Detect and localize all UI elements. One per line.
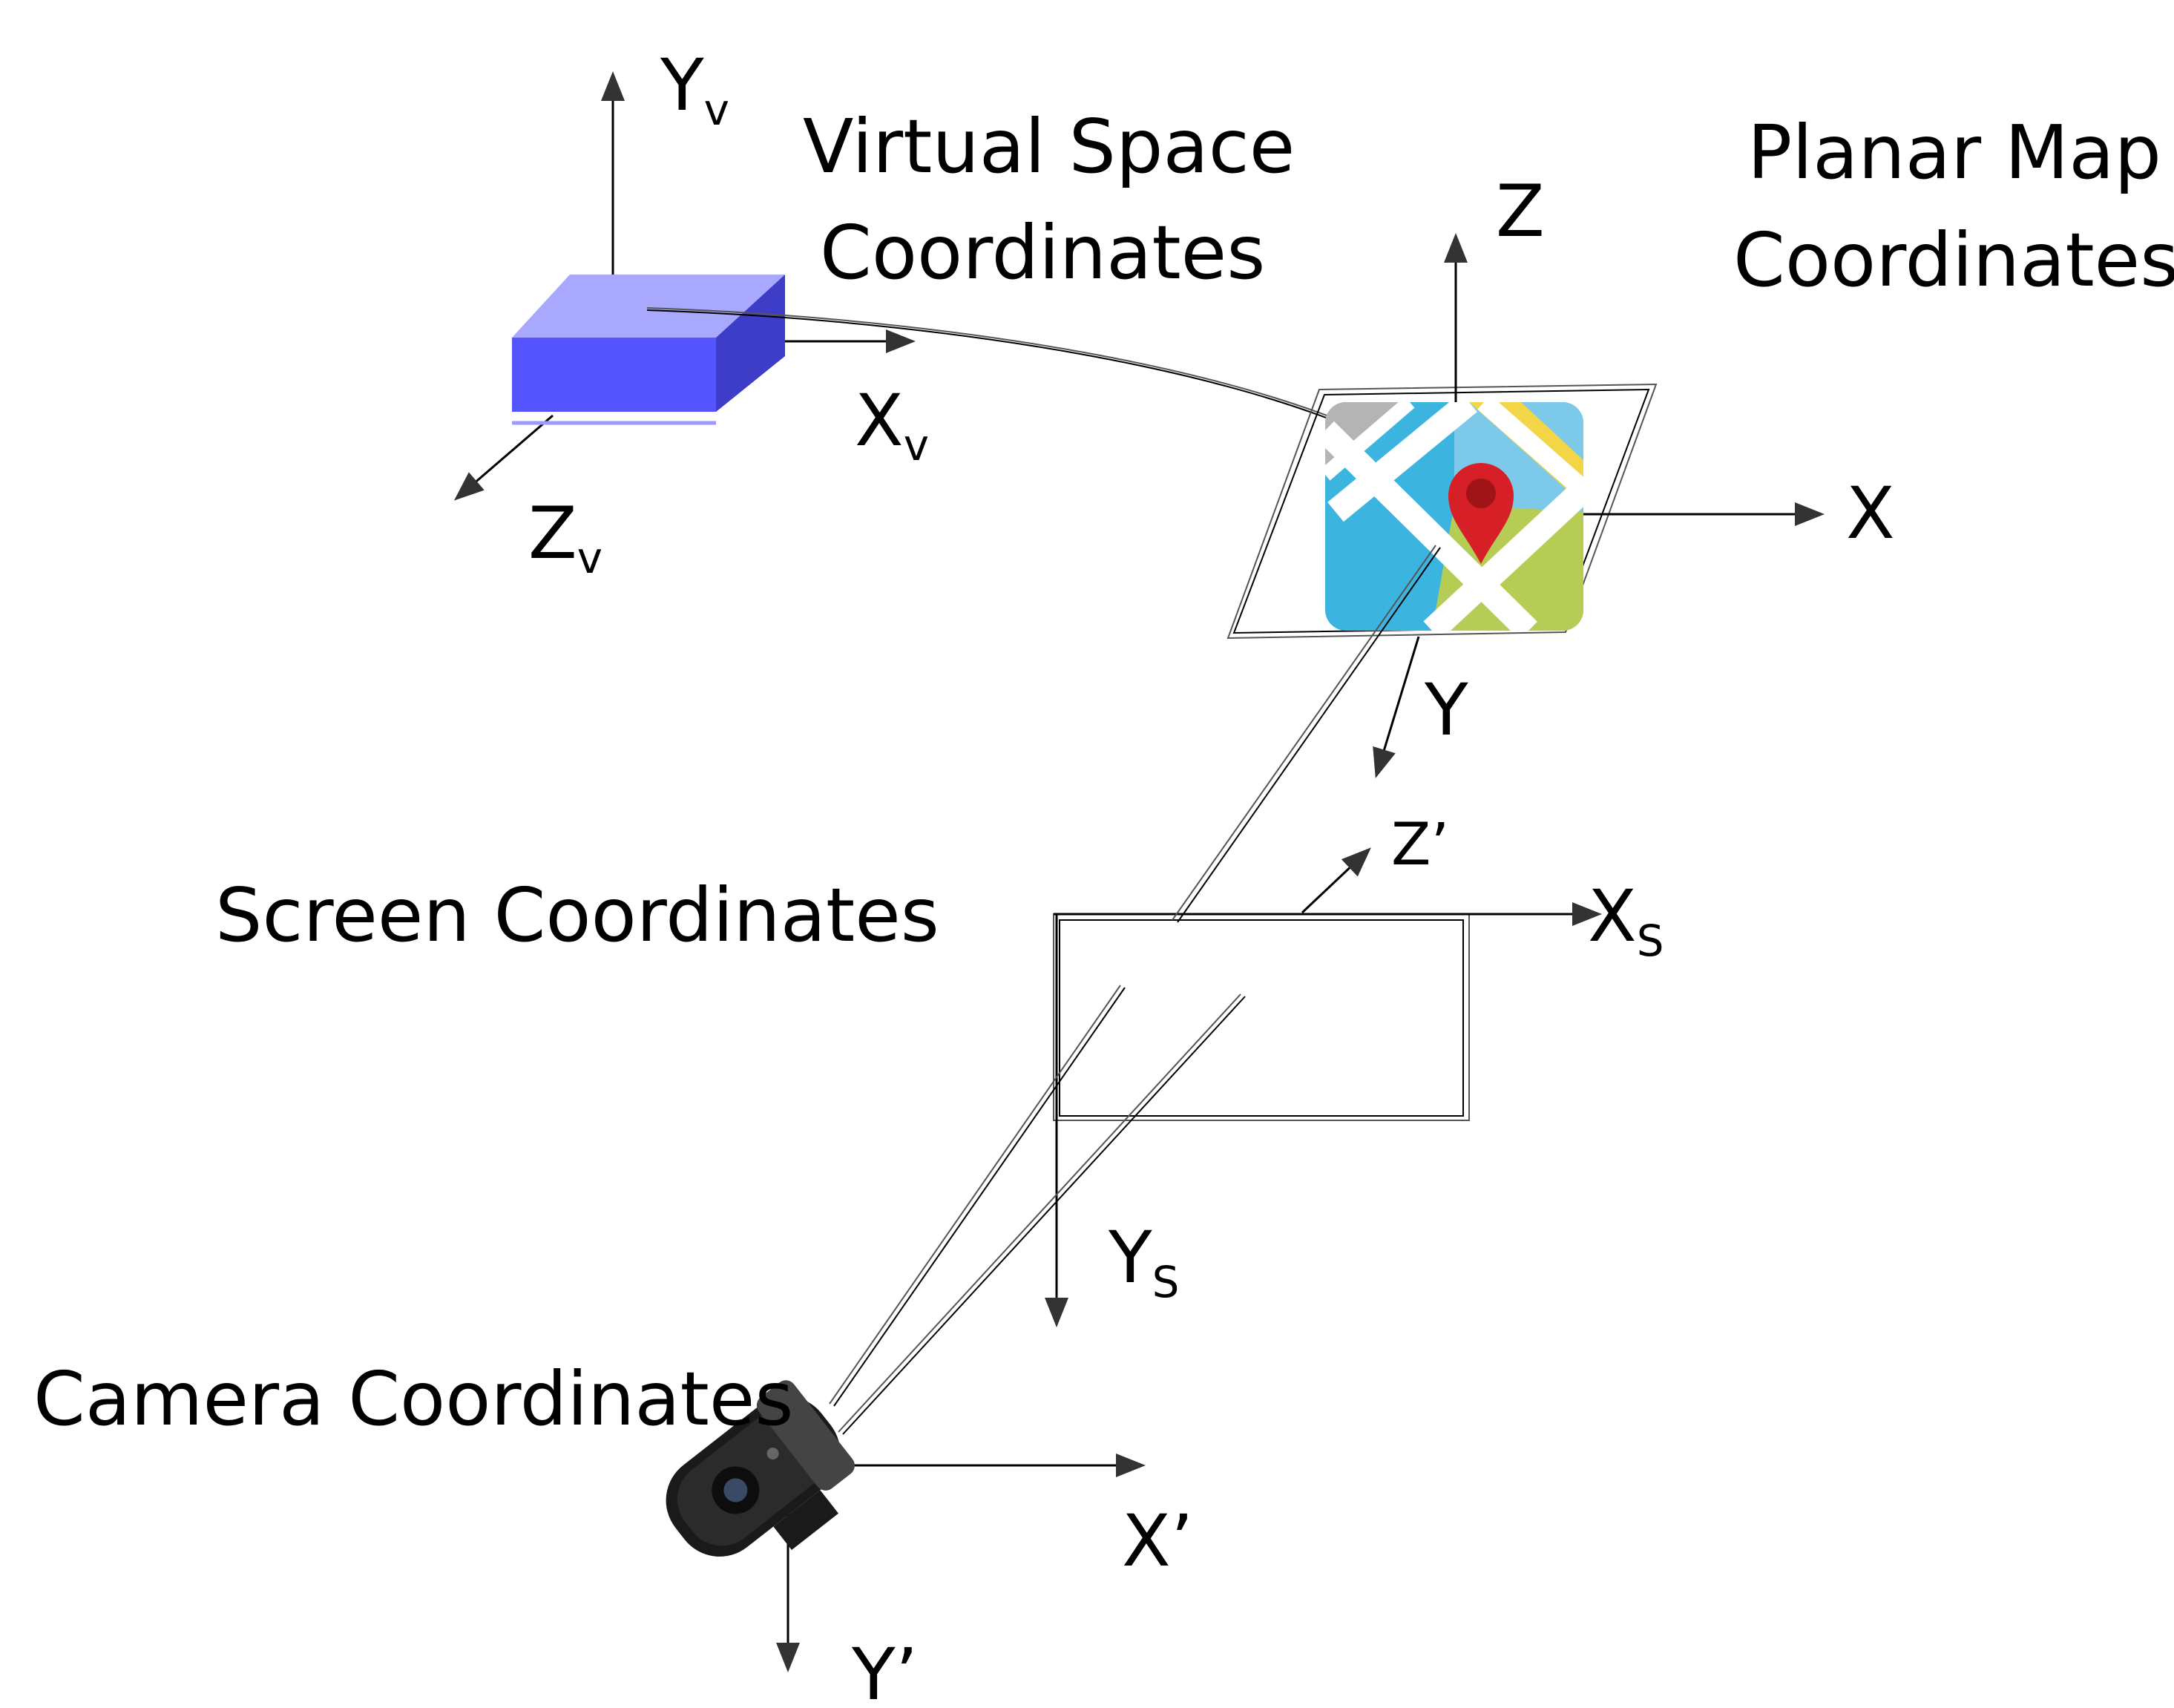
- map-screen-ray: [1172, 545, 1436, 921]
- map-pin-icon: [1325, 402, 1583, 631]
- cube-icon: [512, 275, 785, 425]
- camera-ray-1: [829, 985, 1121, 1405]
- camera-title: Camera Coordinates: [33, 1356, 794, 1442]
- virtual-space-group: Virtual Space Coordinates Yv Xv Zv: [453, 44, 1477, 583]
- y-label: Y: [1424, 669, 1468, 752]
- planar-title-line1: Planar Map: [1747, 109, 2161, 196]
- camera-ray-2: [838, 993, 1241, 1433]
- zprime-label: Z’: [1391, 812, 1449, 878]
- zprime-axis: [1301, 847, 1371, 914]
- planar-map-group: Planar Map Coordinates Z X Y: [1226, 109, 2174, 778]
- planar-title-line2: Coordinates: [1733, 217, 2174, 303]
- ys-label: YS: [1108, 1216, 1179, 1307]
- xv-label: Xv: [855, 379, 929, 470]
- virtual-title-line2: Coordinates: [820, 209, 1265, 296]
- screen-rect: [1053, 913, 1470, 1121]
- z-label: Z: [1496, 170, 1545, 253]
- yprime-label: Y’: [851, 1633, 918, 1708]
- virtual-title-line1: Virtual Space: [803, 103, 1295, 190]
- xprime-label: X’: [1122, 1500, 1193, 1583]
- zv-axis: [453, 414, 554, 501]
- xs-label: XS: [1588, 875, 1664, 966]
- map-plane: [1226, 383, 1658, 640]
- zv-label: Zv: [528, 492, 602, 583]
- screen-group: Screen Coordinates XS YS Z’: [215, 545, 1664, 1327]
- x-label: X: [1846, 472, 1895, 555]
- y-axis: [1373, 636, 1420, 778]
- screen-title: Screen Coordinates: [215, 872, 939, 959]
- camera-group: Camera Coordinates X’ Y’: [33, 985, 1246, 1708]
- yv-label: Yv: [660, 44, 729, 135]
- webcam-icon: [666, 1380, 855, 1557]
